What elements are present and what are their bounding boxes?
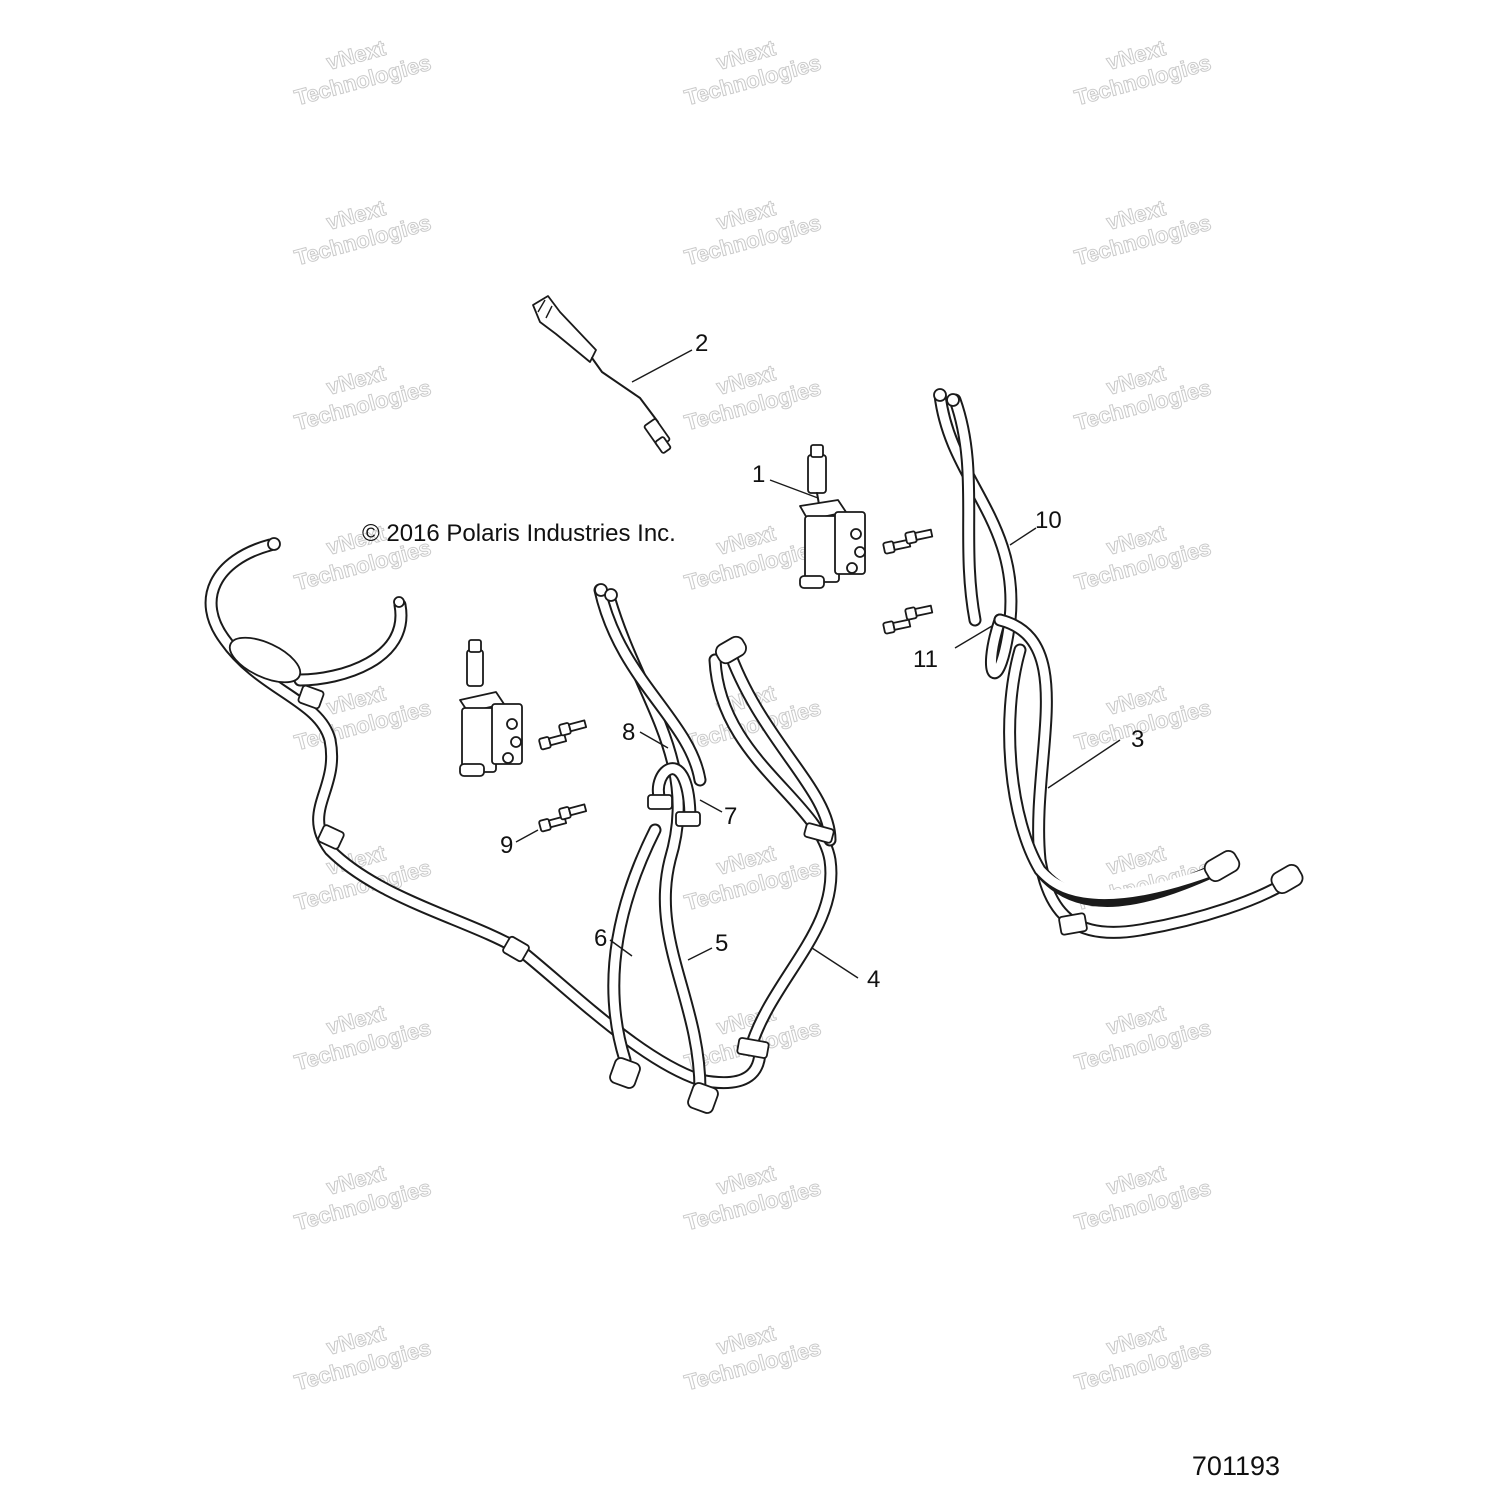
cable-part-6: [607, 823, 662, 1089]
callout-labels: 1 2 3 4 5 6 7 8 9 10 11: [500, 330, 1144, 993]
callout-11: 11: [913, 646, 938, 673]
cable-part-3: [993, 613, 1304, 939]
copyright-notice: © 2016 Polaris Industries Inc.: [362, 520, 676, 547]
cable-part-4: [708, 635, 838, 1059]
callout-3: 3: [1131, 726, 1144, 753]
callout-4: 4: [867, 966, 880, 993]
diagram-reference-number: 701193: [1192, 1451, 1280, 1481]
bolts-part-11: [882, 528, 934, 635]
callout-9: 9: [500, 832, 513, 859]
bolts-part-9: [538, 719, 588, 833]
solenoid-lower: [459, 639, 523, 777]
cable-part-8: [593, 583, 707, 787]
callout-5: 5: [715, 930, 728, 957]
callout-6: 6: [594, 925, 607, 952]
solenoid-part-1: [799, 444, 866, 589]
callout-7: 7: [724, 803, 737, 830]
cable-part-10: [933, 388, 1018, 679]
callout-8: 8: [622, 719, 635, 746]
cable-part-7: [647, 762, 701, 827]
connector-lead-part-2: [532, 295, 672, 454]
callout-2: 2: [695, 330, 708, 357]
leader-lines: [515, 349, 1121, 979]
callout-10: 10: [1035, 507, 1062, 534]
battery-cable-left: [204, 537, 767, 1090]
callout-1: 1: [752, 461, 765, 488]
